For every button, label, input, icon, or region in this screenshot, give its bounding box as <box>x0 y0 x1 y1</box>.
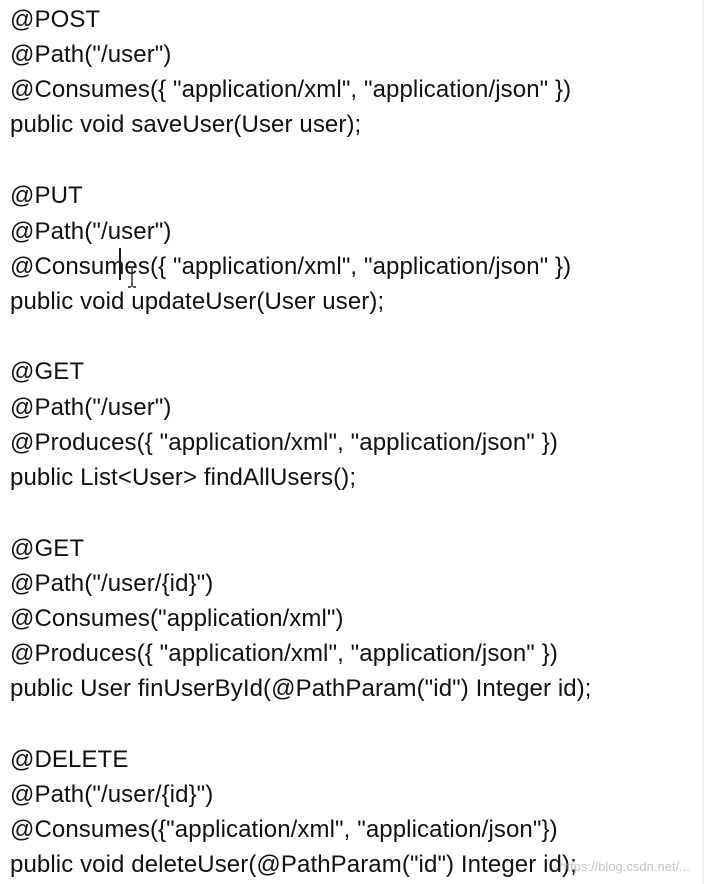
code-line: @Path("/user") <box>10 394 172 421</box>
code-line: @GET <box>10 358 85 385</box>
code-line: @Path("/user") <box>10 218 172 245</box>
code-line: public User finUserById(@PathParam("id")… <box>10 675 592 702</box>
right-edge-divider <box>701 0 704 884</box>
code-line: public void deleteUser(@PathParam("id") … <box>10 851 577 878</box>
code-line: public void updateUser(User user); <box>10 288 385 315</box>
text-caret <box>119 248 121 280</box>
code-line: @Consumes("application/xml") <box>10 605 344 632</box>
code-line: @GET <box>10 535 85 562</box>
code-line: @POST <box>10 6 101 33</box>
code-line: @Path("/user/{id}") <box>10 570 214 597</box>
code-line: public void saveUser(User user); <box>10 111 362 138</box>
code-line: public List<User> findAllUsers(); <box>10 464 357 491</box>
ibeam-cursor-icon <box>128 266 136 288</box>
code-line: @PUT <box>10 182 83 209</box>
code-line: @Path("/user/{id}") <box>10 781 214 808</box>
code-line: @Consumes({ "application/xml", "applicat… <box>10 253 572 280</box>
code-line: @DELETE <box>10 746 129 773</box>
watermark-text: https://blog.csdn.net/... <box>559 859 690 874</box>
code-line: @Path("/user") <box>10 41 172 68</box>
code-line: @Consumes({"application/xml", "applicati… <box>10 816 558 843</box>
code-line: @Consumes({ "application/xml", "applicat… <box>10 76 572 103</box>
code-line: @Produces({ "application/xml", "applicat… <box>10 429 558 456</box>
code-line: @Produces({ "application/xml", "applicat… <box>10 640 558 667</box>
